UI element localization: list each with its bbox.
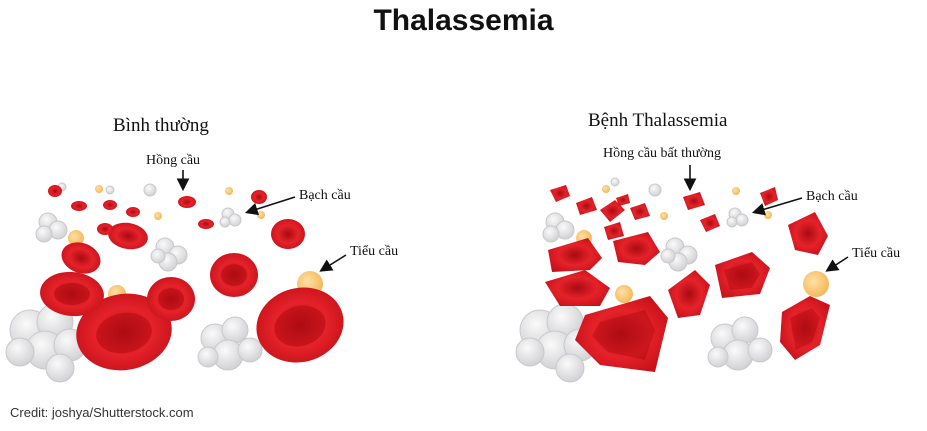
normal-panel (6, 170, 352, 382)
white-cell-cluster (661, 238, 697, 271)
white-cell-cluster (36, 213, 67, 242)
white-cell-cluster (198, 317, 262, 370)
white-cell-small (58, 183, 156, 196)
platelet-arrow (322, 255, 346, 270)
white-cell-cluster (543, 213, 574, 242)
white-cell-cluster (727, 208, 748, 227)
thalassemia-white-cell-arrow (755, 198, 802, 212)
thalassemia-panel (516, 165, 848, 382)
thalassemia-platelet-arrow (828, 257, 848, 270)
white-cell-cluster (708, 317, 772, 370)
white-cell-small (611, 178, 661, 196)
white-cell-cluster (220, 208, 241, 227)
abnormal-red-blood-cells (545, 185, 830, 372)
white-cell-cluster (151, 238, 187, 271)
